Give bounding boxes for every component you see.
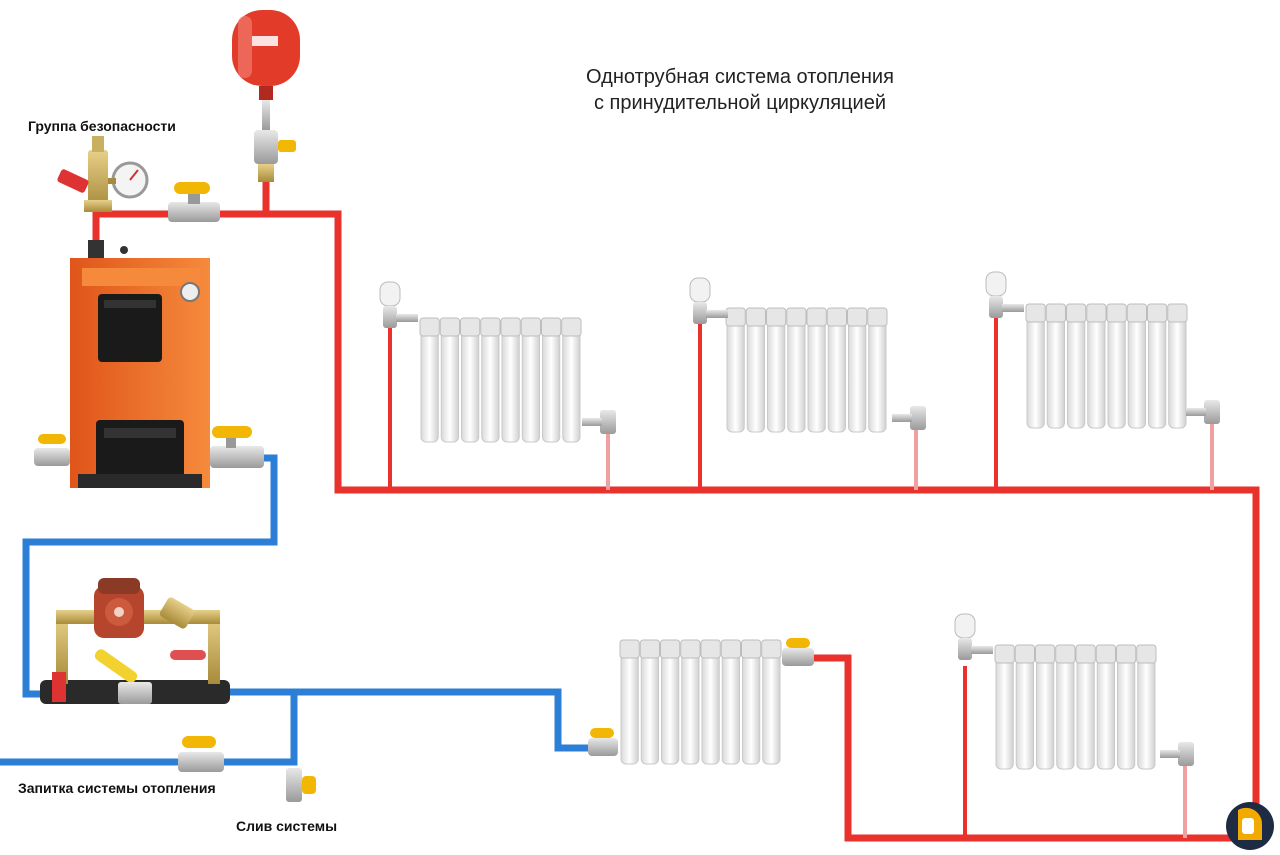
filter-icon (159, 597, 195, 629)
return-lower-line (224, 688, 594, 752)
boiler-thermometer-icon (180, 282, 200, 302)
fill-valve (178, 736, 224, 772)
boiler (70, 240, 210, 488)
boiler-outlet-valve (168, 182, 220, 222)
expansion-tank (232, 10, 300, 182)
return-risers-light (606, 424, 1214, 838)
diagram-title: Однотрубная система отопления с принудит… (500, 64, 980, 116)
thermostatic-head-icon (689, 277, 728, 324)
radiator-5 (994, 644, 1157, 770)
boiler-return-valve (210, 426, 264, 468)
fill-line (0, 688, 298, 766)
lockshield-valve-icon (892, 406, 926, 430)
radiator-valves (379, 271, 1220, 766)
label-system-fill: Запитка системы отопления (18, 780, 216, 796)
thermostatic-head-icon (985, 271, 1024, 318)
pump-group (40, 578, 230, 704)
radiator-1 (419, 317, 582, 443)
drain-valve (286, 768, 316, 802)
lockshield-valve-icon (1160, 742, 1194, 766)
safety-group (57, 136, 149, 212)
radiator-4 (619, 639, 782, 765)
brand-logo-icon (1226, 802, 1274, 850)
lockshield-valve-icon (1186, 400, 1220, 424)
boiler-drain-valve (34, 434, 70, 466)
lower-supply-valve (782, 638, 814, 666)
title-line-2: с принудительной циркуляцией (594, 92, 886, 114)
circulation-pump-icon (94, 578, 144, 638)
radiator-3 (1025, 303, 1188, 429)
label-system-drain: Слив системы (236, 818, 338, 834)
lower-return-valve (588, 728, 618, 756)
return-from-boiler (22, 454, 278, 698)
radiators (419, 303, 1188, 770)
lockshield-valve-icon (582, 410, 616, 434)
label-safety-group: Группа безопасности (28, 118, 176, 134)
thermostatic-head-icon (379, 281, 418, 328)
radiator-2 (725, 307, 888, 433)
return-pipes (0, 454, 594, 766)
thermostatic-head-icon (954, 613, 993, 660)
title-line-1: Однотрубная система отопления (586, 66, 894, 88)
